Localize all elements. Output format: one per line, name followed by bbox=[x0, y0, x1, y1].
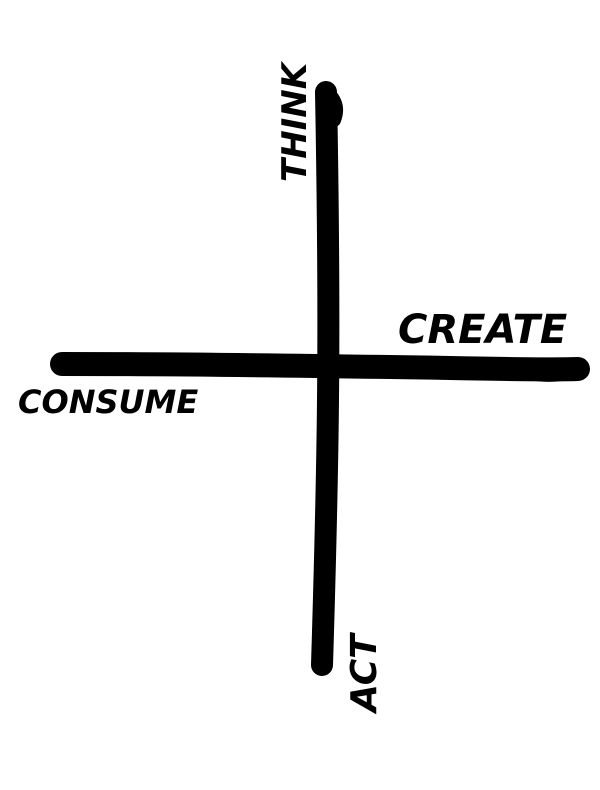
label-create: CREATE bbox=[398, 307, 567, 353]
label-consume: CONSUME bbox=[18, 383, 198, 421]
label-act: ACT bbox=[344, 632, 385, 715]
horizontal-axis bbox=[50, 352, 590, 382]
label-think: THINK bbox=[275, 60, 315, 182]
horizontal-axis-right-blob bbox=[523, 365, 579, 382]
vertical-axis bbox=[311, 81, 340, 676]
vertical-axis-top-blob bbox=[323, 88, 344, 127]
